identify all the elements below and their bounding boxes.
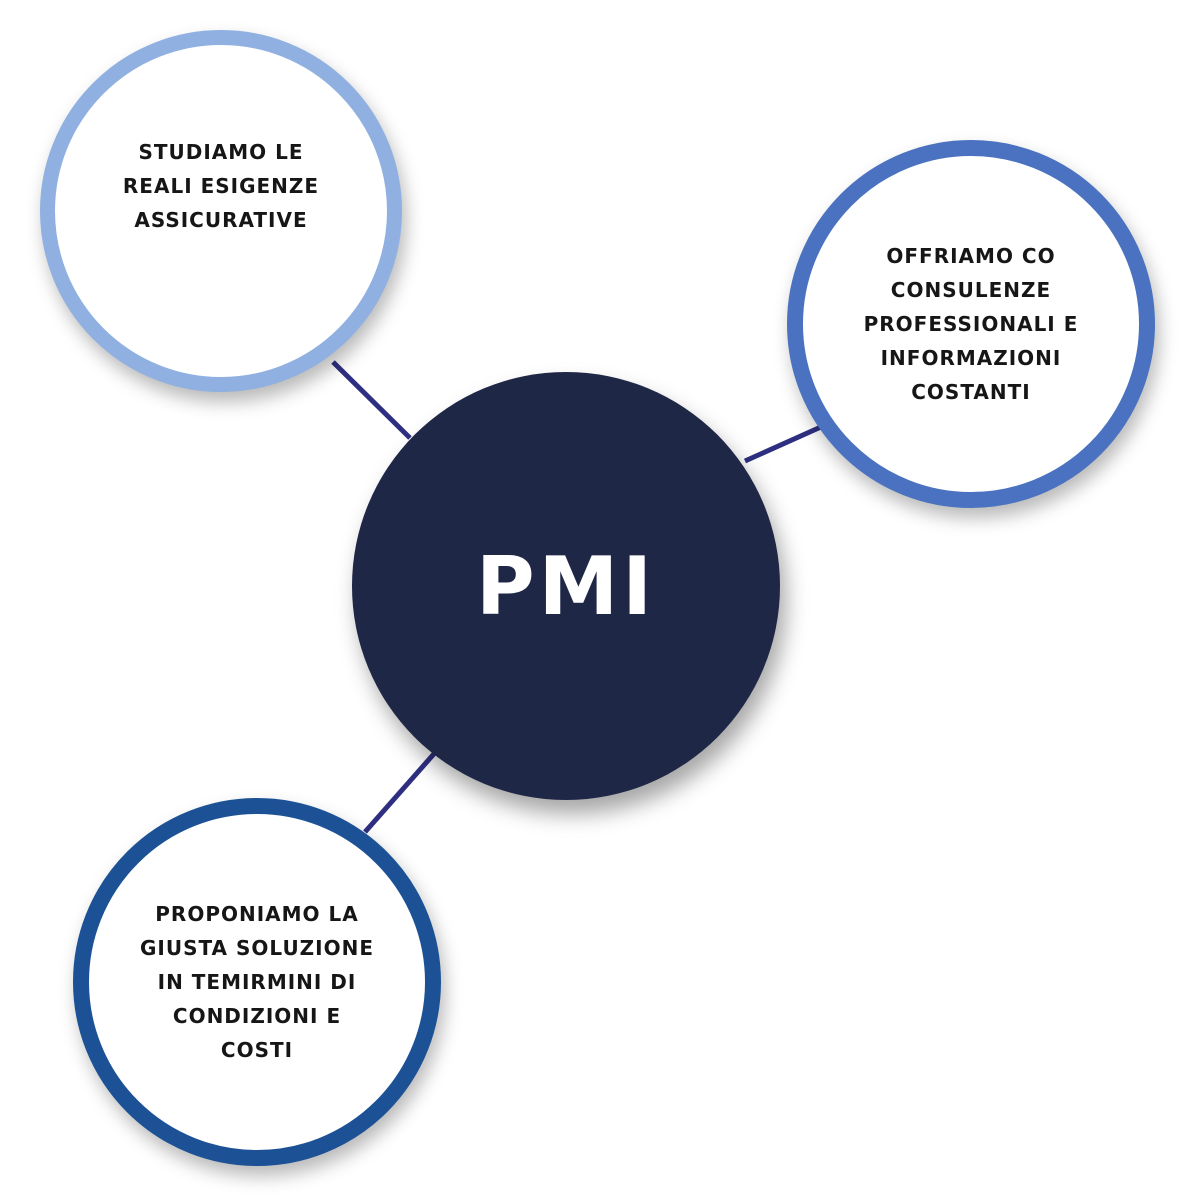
node-studiamo: STUDIAMO LE REALI ESIGENZE ASSICURATIVE [40, 30, 402, 392]
node-offriamo: OFFRIAMO CO CONSULENZE PROFESSIONALI E I… [787, 140, 1155, 508]
node-offriamo-text: OFFRIAMO CO CONSULENZE PROFESSIONALI E I… [863, 244, 1079, 404]
node-proponiamo: PROPONIAMO LA GIUSTA SOLUZIONE IN TEMIRM… [73, 798, 441, 1166]
center-node-pmi: PMI [352, 372, 780, 800]
connector-line-1 [331, 360, 412, 440]
node-studiamo-text: STUDIAMO LE REALI ESIGENZE ASSICURATIVE [122, 140, 320, 232]
node-proponiamo-text: PROPONIAMO LA GIUSTA SOLUZIONE IN TEMIRM… [139, 902, 375, 1062]
connector-line-3 [363, 745, 442, 834]
center-label: PMI [475, 539, 656, 633]
connector-line-2 [743, 419, 834, 464]
